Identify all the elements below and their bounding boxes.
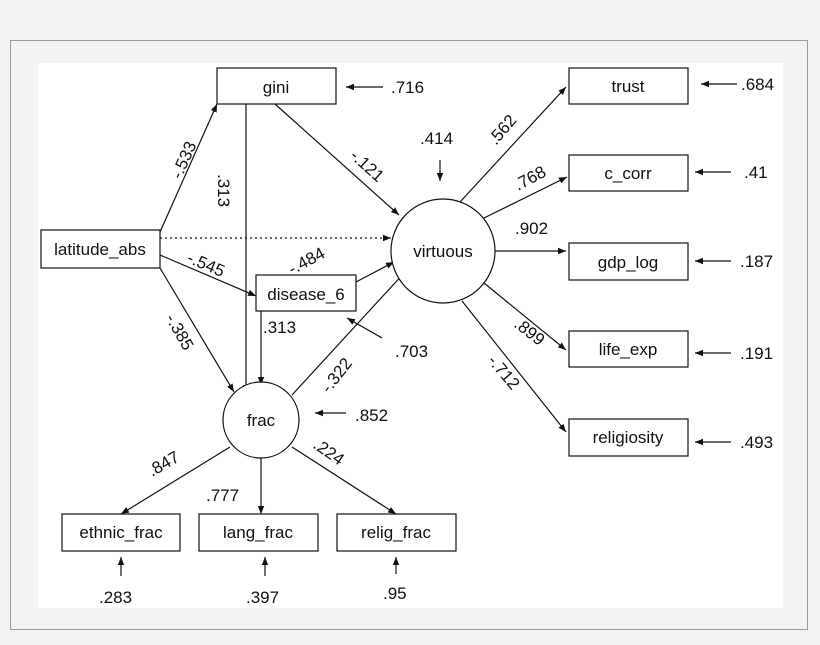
path-latitude-gini [159,103,218,233]
path-latitude-disease [159,254,257,297]
node-gini-box [216,67,337,105]
coef-gini-virtuous: -.121 [346,146,388,186]
node-ethnic-box [61,513,181,552]
node-religfrac-label: relig_frac [361,523,431,542]
coef-frac-religfrac: .224 [310,435,348,470]
node-frac-circle [222,381,300,459]
error-virtuous: .414 [420,129,453,148]
error-life: .191 [740,344,773,363]
node-life-box [568,330,689,368]
path-virtuous-life [483,282,567,351]
node-lang-label: lang_frac [223,523,293,542]
path-virtuous-trust [459,86,567,203]
coef-latitude-disease: -.545 [184,248,227,281]
node-religfrac-box [336,513,457,552]
coef-latitude-gini: -.533 [167,138,200,181]
node-virtuous-label: virtuous [413,242,473,261]
node-lang-box [198,513,319,552]
node-frac-label: frac [247,411,276,430]
node-gini-label: gini [263,78,289,97]
node-trust-box [568,67,689,105]
coef-latitude-frac: -.385 [162,311,198,354]
node-latitude-label: latitude_abs [54,240,146,259]
coef-virtuous-ccorr: .768 [511,162,549,194]
coef-gini-frac: .313 [214,174,233,207]
error-lang: .397 [246,588,279,607]
node-ethnic-label: ethnic_frac [79,523,163,542]
path-frac-virtuous [291,271,406,396]
error-gdp: .187 [740,252,773,271]
node-trust-label: trust [611,77,644,96]
path-virtuous-relig [461,300,567,433]
coef-virtuous-relig: -.712 [484,351,523,393]
node-ccorr-box [568,154,689,192]
node-gdp-box [568,242,689,281]
node-gdp-label: gdp_log [598,253,659,272]
coef-disease-frac: .313 [263,318,296,337]
error-trust: .684 [741,75,774,94]
node-virtuous-circle [390,198,496,304]
coef-frac-lang: .777 [206,486,239,505]
path-gini-virtuous [274,103,400,216]
error-ccorr: .41 [744,163,768,182]
error-religfrac: .95 [383,584,407,603]
error-arrow-disease [346,317,383,339]
path-disease-virtuous [355,261,395,283]
path-latitude-frac [159,267,235,393]
coef-frac-ethnic: .847 [145,447,183,480]
node-disease-label: disease_6 [267,285,345,304]
node-life-label: life_exp [599,340,658,359]
coef-virtuous-gdp: .902 [515,219,548,238]
path-frac-religfrac [291,446,397,515]
node-relig-label: religiosity [593,428,664,447]
error-relig: .493 [740,433,773,452]
node-disease-box [255,274,357,312]
error-disease: .703 [395,342,428,361]
error-gini: .716 [391,78,424,97]
coef-disease-virtuous: -.484 [285,244,328,279]
path-frac-ethnic [120,446,231,515]
coef-virtuous-life: .899 [511,314,549,349]
node-ccorr-label: c_corr [604,164,652,183]
node-relig-box [568,418,689,457]
error-frac: .852 [355,406,388,425]
error-ethnic: .283 [99,588,132,607]
path-virtuous-ccorr [483,176,568,219]
node-latitude-box [40,229,161,269]
